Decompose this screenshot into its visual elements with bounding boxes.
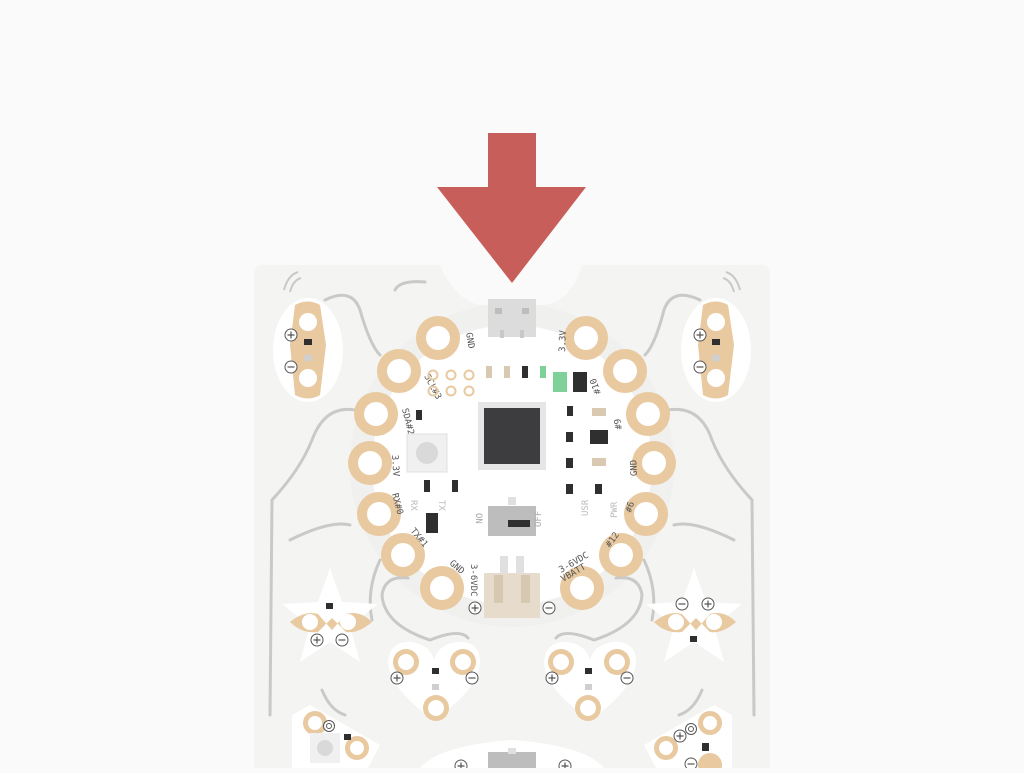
label-rx: RX [408, 500, 418, 511]
through-holes [427, 369, 475, 397]
board-labels: RX TX ON OFF USR PWR [408, 499, 620, 527]
pad-sda2[interactable] [354, 392, 398, 436]
plus-icon [284, 328, 298, 342]
label-off: OFF [534, 511, 544, 527]
pad-label-6: #6 [624, 501, 637, 514]
pad-3v3-right[interactable] [564, 316, 608, 360]
pad-6[interactable] [624, 492, 668, 536]
target-icon [323, 720, 335, 732]
pad-label-3v3-right: 3.3V [558, 330, 569, 353]
pad-label-gnd-top: GND [463, 332, 476, 350]
pad-rx0[interactable] [357, 492, 401, 536]
led-module-top-left [273, 271, 343, 402]
label-tx: TX [436, 500, 446, 511]
pad-label-gnd-right: GND [629, 460, 640, 477]
minus-icon [335, 633, 349, 647]
heart-module-left [388, 641, 480, 721]
smd-components [416, 366, 608, 533]
battery-connector [484, 556, 540, 618]
pad-vbatt[interactable] [560, 566, 604, 610]
pad-12[interactable] [599, 533, 643, 577]
plus-icon [390, 671, 404, 685]
pad-label-3v3-left: 3.3V [389, 455, 401, 478]
pad-gnd-top[interactable] [416, 316, 460, 360]
pad-tx1[interactable] [381, 533, 425, 577]
minus-icon [284, 360, 298, 374]
plus-icon [545, 671, 559, 685]
usb-connector [488, 299, 536, 338]
pad-label-3-6vdc-left: 3-6VDC [468, 564, 478, 597]
minus-icon [465, 671, 479, 685]
minus-icon [675, 597, 689, 611]
label-usr: USR [581, 499, 591, 516]
minus-icon [693, 360, 707, 374]
minus-icon [542, 601, 556, 615]
plus-icon [693, 328, 707, 342]
battery-polarity [468, 601, 556, 615]
pad-3v3-left[interactable] [348, 441, 392, 485]
wires [268, 280, 756, 717]
minus-icon [684, 757, 698, 771]
star-module-right [646, 568, 742, 662]
pad-gnd-right[interactable] [632, 441, 676, 485]
heart-module-right [544, 641, 636, 721]
label-on: ON [473, 513, 483, 524]
label-pwr: PWR [610, 501, 620, 518]
pad-scl3[interactable] [377, 349, 421, 393]
plus-icon [701, 597, 715, 611]
arrow-down-icon [437, 133, 586, 283]
pad-gnd-bottom[interactable] [420, 566, 464, 610]
star-module-left [282, 568, 378, 662]
microcontroller-chip [478, 402, 546, 470]
led-module-top-right [681, 271, 751, 402]
reset-button[interactable] [406, 433, 448, 473]
plus-icon [454, 759, 468, 773]
power-switch[interactable] [488, 497, 536, 536]
pad-10[interactable] [603, 349, 647, 393]
led-green [553, 372, 567, 392]
plus-icon [673, 729, 687, 743]
plus-icon [310, 633, 324, 647]
pad-label-9: #9 [613, 418, 625, 430]
plus-icon [558, 759, 572, 773]
target-icon [685, 723, 697, 735]
minus-icon [620, 671, 634, 685]
plus-icon [468, 601, 482, 615]
pads [348, 316, 676, 610]
pad-9[interactable] [626, 392, 670, 436]
bottom-module-left [292, 705, 380, 768]
